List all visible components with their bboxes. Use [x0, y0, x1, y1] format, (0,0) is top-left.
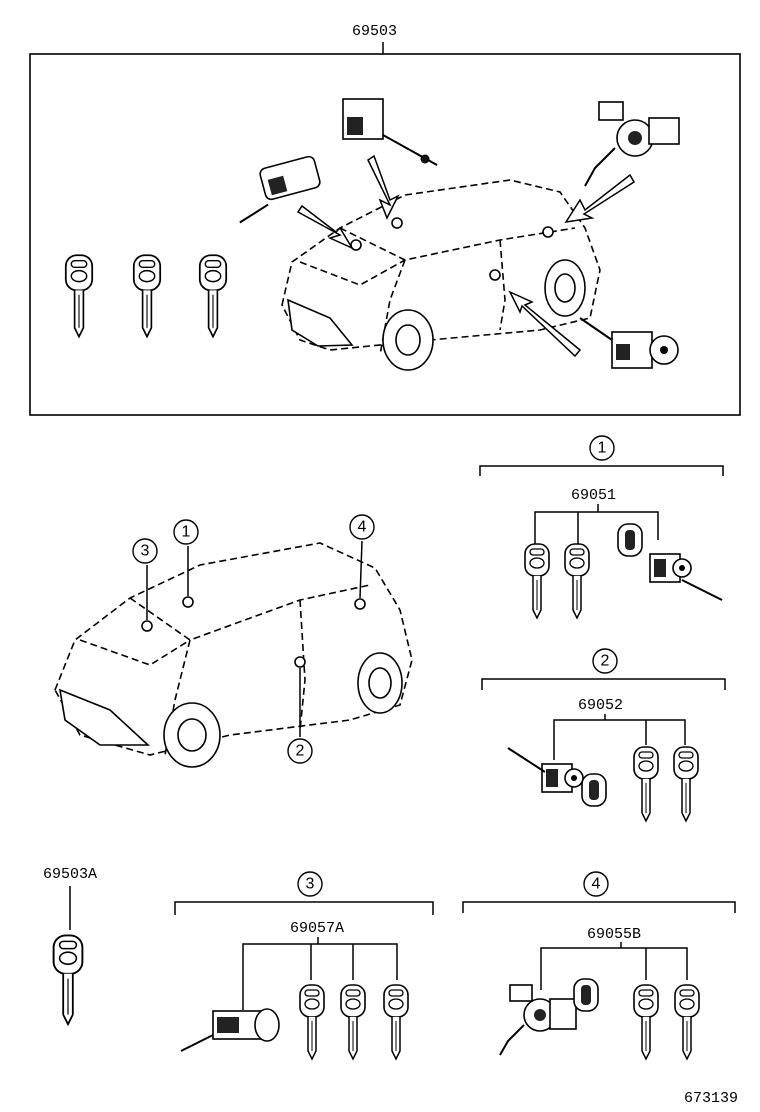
single-key-label: 69503A [43, 866, 97, 883]
assembly-frame [29, 53, 741, 416]
set-4-callout: 4 [592, 876, 601, 893]
callout-1: 1 [182, 524, 191, 541]
set-2-callout: 2 [601, 653, 610, 670]
callout-circle-2 [287, 738, 313, 764]
set-3-callout: 3 [306, 876, 315, 893]
top-car-outline [281, 179, 601, 371]
set-1-label: 69051 [571, 487, 616, 504]
set-4: 4 69055B [462, 871, 736, 1060]
top-keys [64, 254, 228, 338]
set-4-label: 69055B [587, 926, 641, 943]
callout-4: 4 [358, 519, 367, 536]
mid-callouts: 3 1 4 2 [132, 514, 375, 764]
set-1: 1 69051 [479, 435, 724, 619]
callout-circle-1 [173, 519, 199, 545]
set-2: 2 69052 [481, 648, 726, 822]
set-3-label: 69057A [290, 920, 344, 937]
callout-circle-3 [132, 538, 158, 564]
set-1-callout: 1 [598, 440, 607, 457]
figure-number: 673139 [684, 1090, 738, 1107]
top-lock-cylinders [239, 98, 680, 369]
assembly-label: 69503 [352, 23, 397, 40]
set-3: 3 69057A [174, 871, 434, 1060]
single-key: 69503A [43, 866, 97, 1026]
callout-circle-4 [349, 514, 375, 540]
callout-2: 2 [296, 743, 305, 760]
top-arrows [296, 154, 636, 358]
callout-3: 3 [141, 543, 150, 560]
set-2-label: 69052 [578, 697, 623, 714]
mid-car-outline [54, 540, 413, 768]
